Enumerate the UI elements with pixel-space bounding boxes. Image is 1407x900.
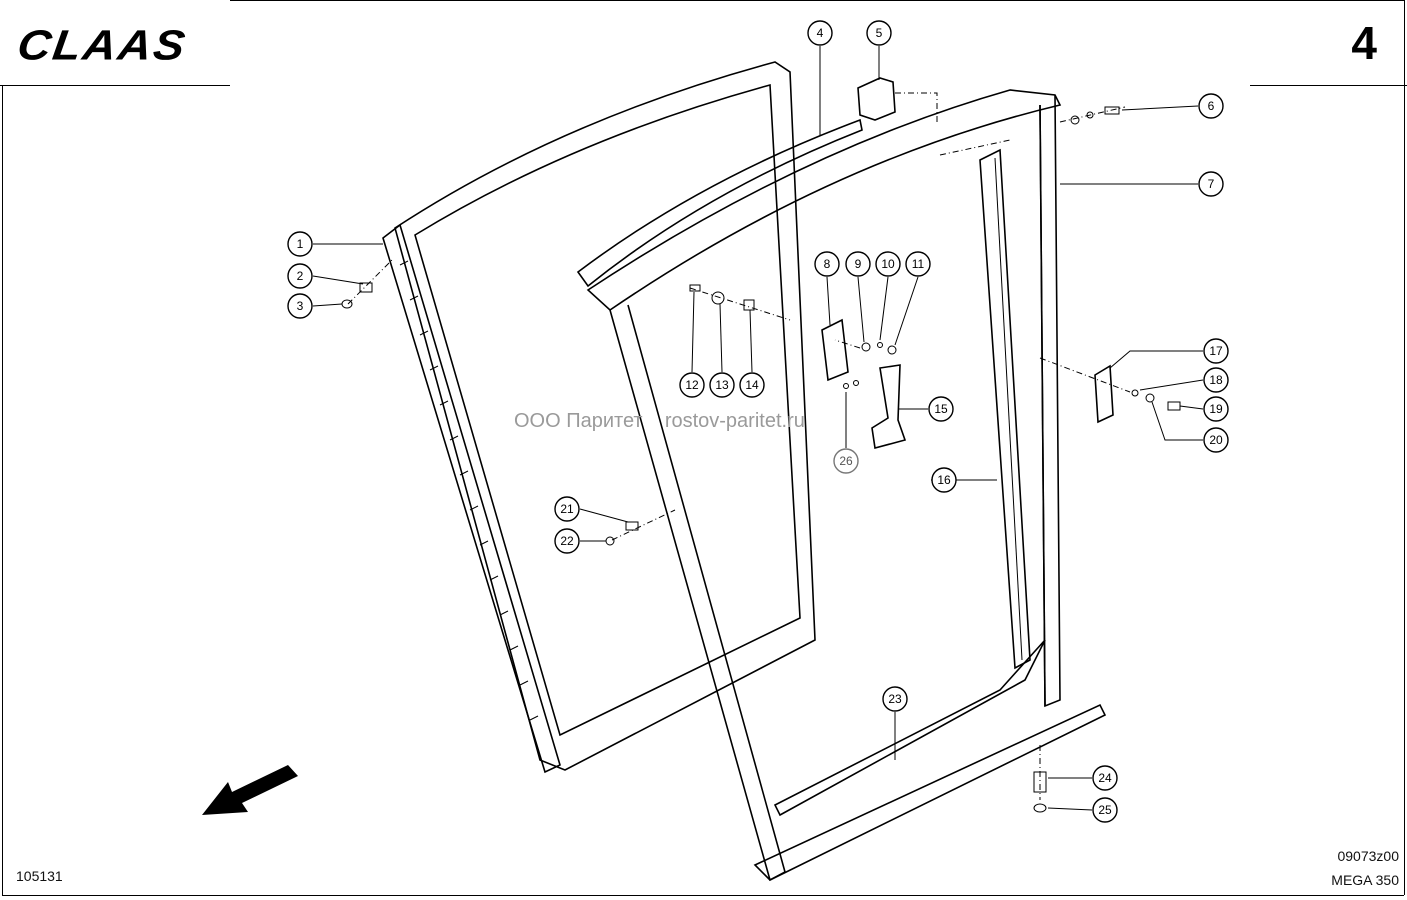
callout-25: 25 (1092, 797, 1118, 823)
watermark-site: rostov-paritet.ru (664, 410, 805, 432)
leader-lines (312, 46, 1204, 811)
header-rule-left (0, 85, 230, 86)
watermark: ООО Паритет rostov-paritet.ru (514, 410, 805, 433)
svg-text:9: 9 (855, 257, 862, 271)
svg-text:4: 4 (817, 26, 824, 40)
svg-text:3: 3 (297, 299, 304, 313)
svg-text:8: 8 (824, 257, 831, 271)
svg-text:23: 23 (888, 692, 902, 706)
svg-text:6: 6 (1208, 99, 1215, 113)
document-number: 105131 (16, 868, 63, 884)
svg-text:19: 19 (1209, 402, 1223, 416)
svg-text:11: 11 (912, 257, 925, 271)
svg-text:7: 7 (1208, 177, 1215, 191)
frame-left-line (2, 85, 3, 895)
callout-7: 7 (1198, 171, 1224, 197)
callout-19: 19 (1203, 396, 1229, 422)
svg-text:22: 22 (560, 534, 574, 548)
alignment-lines (347, 92, 1131, 800)
callout-2: 2 (287, 263, 313, 289)
frame-right-line (1404, 0, 1405, 895)
svg-text:5: 5 (876, 26, 883, 40)
svg-text:1: 1 (297, 237, 304, 251)
header-rule-right (1250, 85, 1407, 86)
striker-plate (1094, 364, 1114, 424)
svg-text:16: 16 (937, 473, 951, 487)
svg-text:10: 10 (881, 257, 895, 271)
hinge-bracket-top (857, 77, 896, 121)
svg-text:24: 24 (1098, 771, 1112, 785)
callout-26: 26 (833, 448, 859, 474)
frame-bottom-line (2, 895, 1404, 896)
callout-10: 10 (875, 251, 901, 277)
callout-4: 4 (807, 20, 833, 46)
svg-text:12: 12 (685, 378, 699, 392)
callout-8: 8 (814, 251, 840, 277)
svg-text:2: 2 (297, 269, 304, 283)
callout-15: 15 (928, 396, 954, 422)
gasket-strip (576, 118, 863, 288)
hardware-fasteners (341, 106, 1181, 813)
callout-14: 14 (739, 372, 765, 398)
callout-12: 12 (679, 372, 705, 398)
callout-13: 13 (709, 372, 735, 398)
callout-18: 18 (1203, 367, 1229, 393)
callout-22: 22 (554, 528, 580, 554)
callout-24: 24 (1092, 765, 1118, 791)
model-name: MEGA 350 (1331, 872, 1399, 888)
svg-text:25: 25 (1098, 803, 1112, 817)
direction-arrow-icon (202, 765, 298, 815)
callout-1: 1 (287, 231, 313, 257)
callout-11: 11 (905, 251, 931, 277)
door-glass-panel (382, 61, 816, 774)
svg-text:26: 26 (839, 454, 853, 468)
svg-text:15: 15 (934, 402, 948, 416)
svg-text:20: 20 (1209, 433, 1223, 447)
page-number: 4 (1351, 17, 1377, 69)
lock-lever (871, 364, 907, 450)
callout-6: 6 (1198, 93, 1224, 119)
callout-21: 21 (554, 496, 580, 522)
svg-text:14: 14 (745, 378, 759, 392)
svg-text:18: 18 (1209, 373, 1223, 387)
callout-3: 3 (287, 293, 313, 319)
frame-top-line (230, 0, 1405, 1)
callout-5: 5 (866, 20, 892, 46)
callout-17: 17 (1203, 338, 1229, 364)
svg-text:13: 13 (715, 378, 729, 392)
callout-9: 9 (845, 251, 871, 277)
lock-body (821, 318, 849, 382)
door-frame (586, 89, 1107, 882)
watermark-company: ООО Паритет (514, 410, 643, 432)
callout-23: 23 (882, 686, 908, 712)
drawing-code: 09073z00 (1337, 848, 1399, 864)
svg-text:17: 17 (1209, 344, 1223, 358)
callout-16: 16 (931, 467, 957, 493)
svg-text:21: 21 (560, 502, 574, 516)
callout-20: 20 (1203, 427, 1229, 453)
